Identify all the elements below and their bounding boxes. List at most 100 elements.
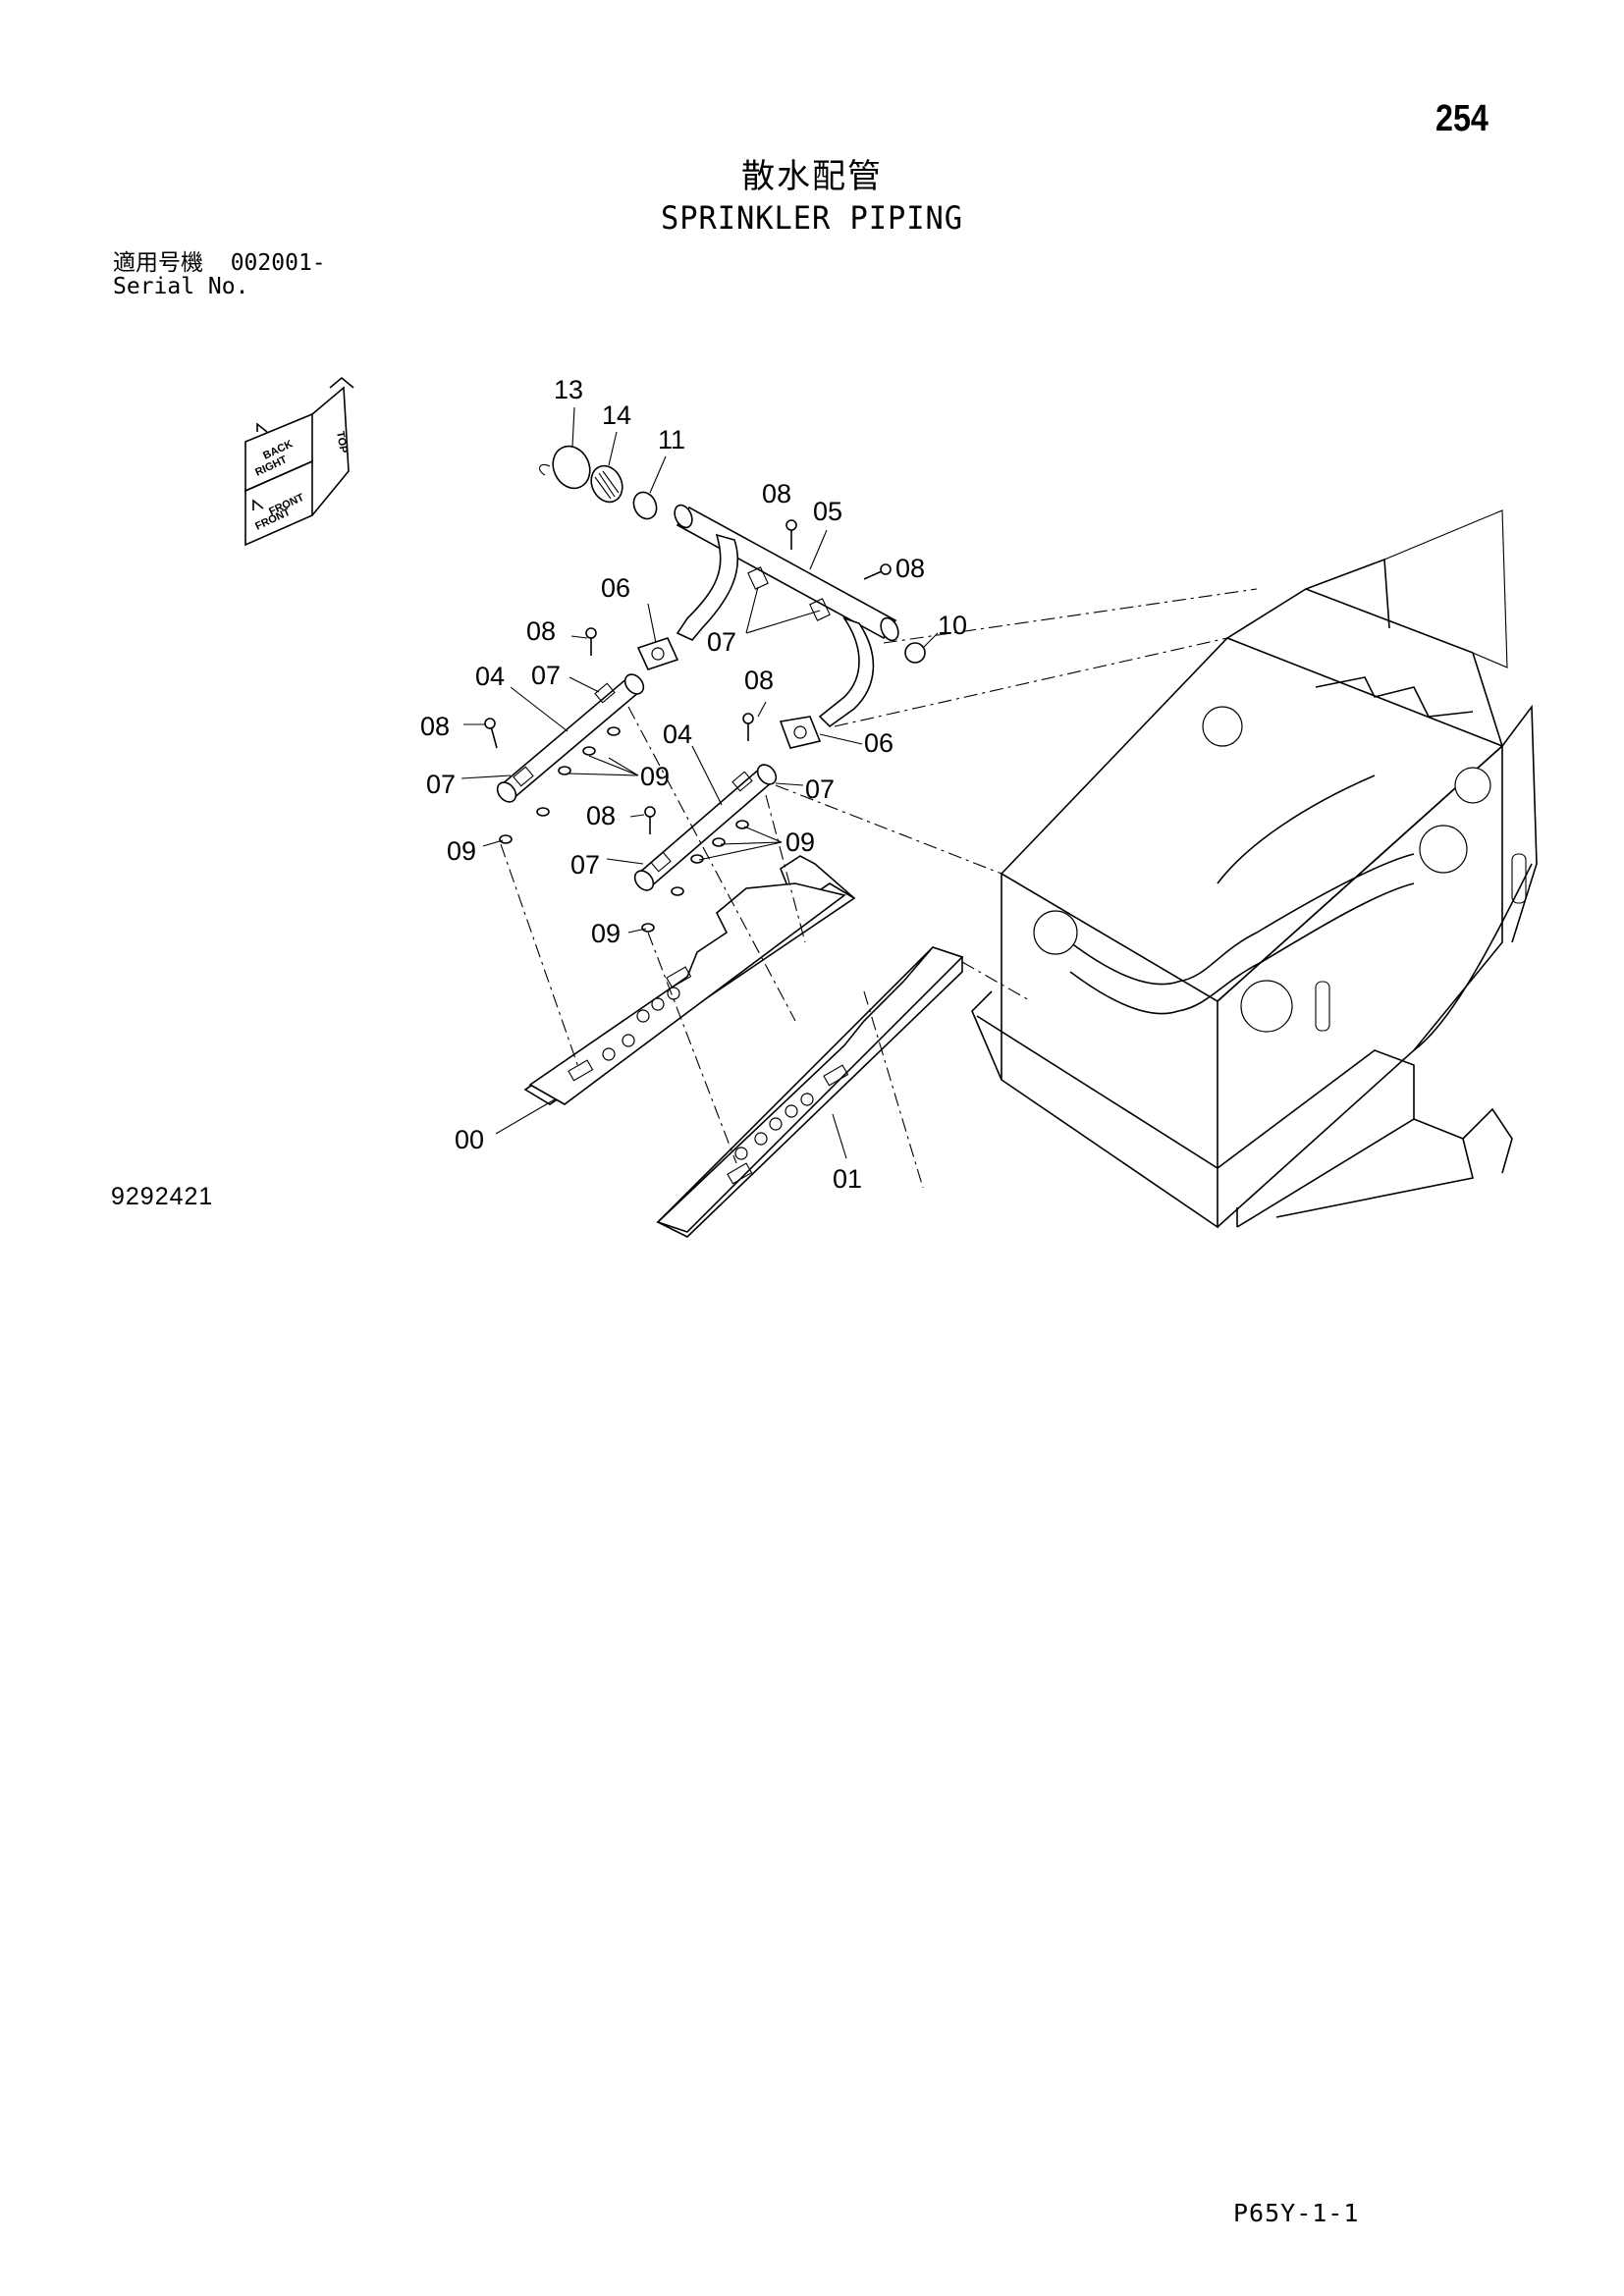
frame-back-plate bbox=[1383, 509, 1508, 668]
callout-09b: 09 bbox=[785, 828, 815, 857]
pipe-04-left-end bbox=[496, 781, 517, 803]
frame-hole-2 bbox=[1240, 980, 1293, 1033]
nozzle-09-3 bbox=[607, 726, 621, 736]
callout-01: 01 bbox=[833, 1164, 862, 1194]
pipe-05-elbow-right bbox=[818, 616, 875, 728]
pipe-05-end-left bbox=[674, 504, 693, 529]
coupling-parts bbox=[539, 445, 926, 664]
callout-00: 00 bbox=[455, 1125, 484, 1154]
callout-04a: 04 bbox=[475, 662, 505, 691]
frame-bracket-right bbox=[1462, 1107, 1513, 1174]
pipe-04-left-clamp-2 bbox=[594, 682, 616, 704]
base-plates bbox=[523, 855, 964, 1238]
callout-08a: 08 bbox=[762, 479, 791, 508]
pipe-05-bracket-1 bbox=[747, 566, 769, 590]
machine-frame bbox=[971, 509, 1538, 1229]
leader-08c bbox=[570, 635, 588, 639]
frame-hole-4 bbox=[1202, 706, 1243, 747]
plate-00-hole-4 bbox=[622, 1034, 635, 1047]
callout-06a: 06 bbox=[601, 573, 630, 603]
part-13-clamp bbox=[552, 445, 591, 490]
orientation-arrow-top bbox=[329, 376, 354, 389]
callout-07b: 07 bbox=[531, 661, 561, 690]
clamps-06 bbox=[636, 637, 822, 749]
plate-01-hole-4 bbox=[754, 1132, 768, 1146]
assembly-line-4 bbox=[765, 794, 806, 943]
pipe-04-right-clamp-2 bbox=[731, 771, 753, 792]
pipe-04-right-end-2 bbox=[756, 764, 778, 785]
part-14-ribs bbox=[594, 470, 620, 500]
leader-07e bbox=[606, 858, 644, 865]
callout-09d: 09 bbox=[591, 919, 621, 948]
leader-04b bbox=[691, 745, 723, 806]
leader-09d bbox=[627, 928, 647, 934]
bolt-08-a-head bbox=[785, 519, 797, 531]
plate-01-hole-2 bbox=[785, 1104, 798, 1118]
callout-08e: 08 bbox=[744, 666, 774, 695]
leader-06b bbox=[819, 733, 863, 745]
pipe-assembly-05 bbox=[674, 504, 899, 728]
frame-front-panel bbox=[1217, 744, 1503, 1228]
frame-inner-arc bbox=[1217, 774, 1376, 884]
pipe-04-left-end-2 bbox=[623, 673, 645, 695]
plate-00-hole-5 bbox=[602, 1047, 616, 1061]
plate-00-hole-2 bbox=[651, 997, 665, 1011]
nozzle-09-10 bbox=[641, 923, 655, 933]
page-number: 254 bbox=[1435, 98, 1489, 139]
serial-value: 002001- bbox=[230, 250, 326, 276]
callout-07e: 07 bbox=[570, 850, 600, 880]
figure-id: 9292421 bbox=[111, 1183, 214, 1210]
callout-07c: 07 bbox=[426, 770, 456, 799]
callout-10: 10 bbox=[938, 611, 967, 640]
frame-stepped-rib bbox=[1315, 676, 1474, 718]
leader-08e bbox=[757, 701, 767, 718]
leader-04a bbox=[510, 686, 568, 732]
bolt-08-b-head bbox=[880, 563, 892, 575]
frame-bottom-plate bbox=[1236, 1118, 1474, 1227]
nozzle-09-7 bbox=[712, 837, 726, 847]
callout-07d: 07 bbox=[805, 774, 835, 804]
bolt-08-d bbox=[490, 725, 498, 749]
bolt-08-e-head bbox=[742, 713, 754, 724]
plate-01-hole-3 bbox=[800, 1093, 814, 1106]
orientation-indicator: BACK RIGHT FRONT FRONT TOP bbox=[244, 376, 354, 547]
sprinkler-pipe-04-left bbox=[496, 673, 645, 844]
assembly-line-9 bbox=[961, 961, 1032, 1002]
sprinkler-pipe-04-right bbox=[633, 764, 778, 933]
callout-11: 11 bbox=[658, 425, 685, 454]
frame-hole-1 bbox=[1033, 910, 1078, 955]
bolt-08-c-head bbox=[585, 627, 597, 639]
leader-08f bbox=[629, 814, 645, 818]
assembly-lines bbox=[500, 588, 1258, 1189]
frame-rear-edge bbox=[1226, 588, 1503, 747]
leader-13 bbox=[571, 406, 575, 448]
nozzle-09-5 bbox=[499, 834, 513, 844]
pipe-04-left-clamp-1 bbox=[513, 766, 534, 787]
plate-00-tab-2 bbox=[568, 1059, 594, 1082]
leader-10 bbox=[922, 632, 939, 649]
plate-01-hole-5 bbox=[734, 1147, 748, 1160]
frame-side-panel bbox=[1001, 872, 1218, 1229]
callout-08b: 08 bbox=[895, 554, 925, 583]
callout-06b: 06 bbox=[864, 728, 893, 758]
assembly-line-1 bbox=[500, 843, 580, 1071]
nozzle-09-9 bbox=[671, 886, 684, 896]
orientation-arrow-front bbox=[252, 499, 264, 510]
callout-numbers: 13 14 11 08 05 08 06 07 10 08 04 07 08 0… bbox=[420, 375, 967, 1194]
leader-14 bbox=[608, 431, 618, 466]
assembly-line-3 bbox=[627, 706, 796, 1022]
frame-left-lip bbox=[971, 990, 1002, 1081]
leader-06a bbox=[647, 603, 657, 644]
page-title-en: SPRINKLER PIPING bbox=[660, 199, 964, 237]
frame-inner-curve-2 bbox=[1069, 882, 1415, 1015]
plate-00-tab-1 bbox=[666, 966, 692, 988]
leader-09b bbox=[698, 826, 783, 861]
part-13-tail bbox=[539, 463, 551, 476]
frame-right-edge bbox=[1501, 704, 1538, 943]
frame-right-curve bbox=[1413, 863, 1533, 1051]
frame-hole-5 bbox=[1454, 767, 1491, 804]
plate-00 bbox=[528, 882, 846, 1105]
leader-05 bbox=[809, 529, 828, 570]
part-10-cap bbox=[904, 642, 926, 664]
callout-14: 14 bbox=[602, 400, 631, 430]
